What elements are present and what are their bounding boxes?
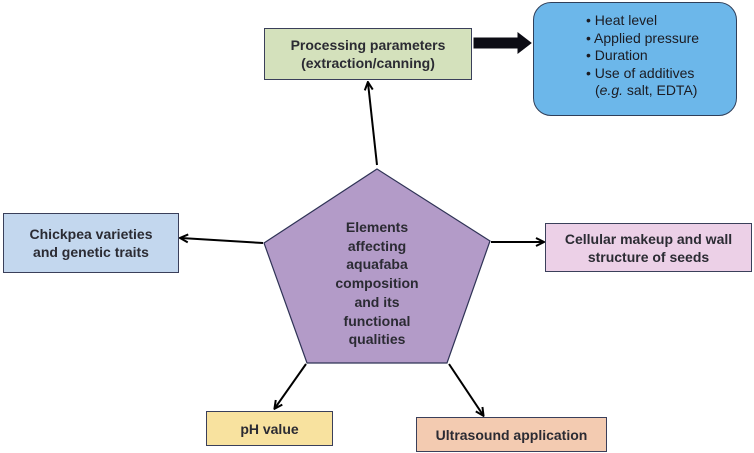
center-label: Elements affecting aquafaba composition … — [318, 218, 436, 349]
cellular-makeup-box: Cellular makeup and wall structure of se… — [545, 223, 752, 272]
details-list: • Heat level • Applied pressure • Durati… — [586, 12, 699, 100]
ultrasound-application-box: Ultrasound application — [416, 417, 607, 452]
arrow-to-chickpea — [181, 238, 264, 244]
center-line: affecting — [347, 237, 407, 254]
detail-item: • Use of additives — [586, 64, 695, 81]
processing-line-2: (extraction/canning) — [301, 55, 435, 71]
arrow-to-ultrasound — [448, 363, 483, 415]
cellular-line-2: structure of seeds — [587, 248, 710, 265]
center-line: aquafaba — [346, 256, 408, 273]
arrow-to-processing — [368, 83, 378, 166]
center-line: and its — [354, 293, 400, 310]
processing-parameters-box: Processing parameters (extraction/cannin… — [264, 28, 472, 80]
ph-label: pH value — [240, 420, 299, 437]
center-line: Elements — [345, 219, 409, 235]
chickpea-varieties-box: Chickpea varieties and genetic traits — [3, 213, 179, 273]
block-arrow-to-details — [473, 31, 532, 55]
chickpea-line-2: and genetic traits — [33, 244, 149, 260]
ultrasound-label: Ultrasound application — [435, 426, 588, 443]
ph-value-box: pH value — [206, 411, 333, 446]
arrow-to-ph — [275, 363, 307, 408]
center-line: functional — [343, 312, 411, 329]
cellular-line-1: Cellular makeup and wall — [564, 230, 733, 247]
processing-line-1: Processing parameters — [290, 37, 446, 53]
center-line: qualities — [348, 331, 406, 348]
detail-item: • Heat level — [586, 12, 658, 28]
chickpea-line-1: Chickpea varieties — [29, 226, 153, 242]
processing-details-box: • Heat level • Applied pressure • Durati… — [533, 2, 737, 116]
center-pentagon — [263, 168, 491, 364]
detail-item: • Applied pressure — [586, 29, 700, 46]
detail-note: (e.g. salt, EDTA) — [595, 82, 698, 98]
detail-item: • Duration — [586, 47, 648, 63]
center-line: composition — [335, 275, 419, 292]
